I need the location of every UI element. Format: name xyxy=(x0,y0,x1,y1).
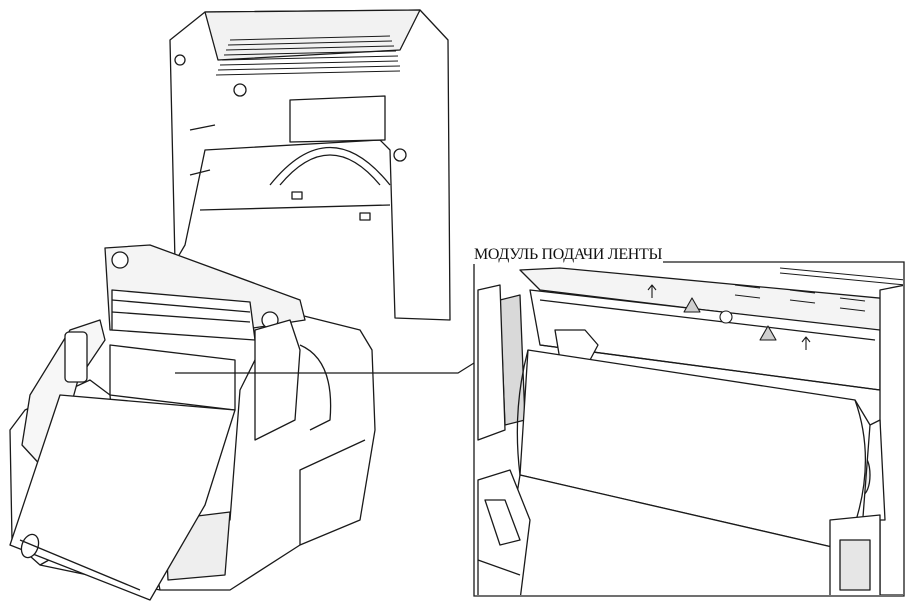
power-circle-icon xyxy=(720,311,732,323)
warning-triangle-icon-2 xyxy=(760,326,776,340)
detail-inset xyxy=(474,262,905,600)
printer-illustration xyxy=(10,10,450,600)
up-arrow-icon xyxy=(648,285,656,298)
up-arrow-icon-2 xyxy=(802,337,810,350)
warning-triangle-icon xyxy=(684,298,700,312)
media-paper xyxy=(10,345,235,600)
callout-label-ribbon-module: МОДУЛЬ ПОДАЧИ ЛЕНТЫ xyxy=(473,246,664,264)
module-slots xyxy=(735,268,903,311)
top-cover xyxy=(170,10,450,320)
callout-leader-line xyxy=(175,363,474,373)
cover-vents xyxy=(216,36,400,75)
